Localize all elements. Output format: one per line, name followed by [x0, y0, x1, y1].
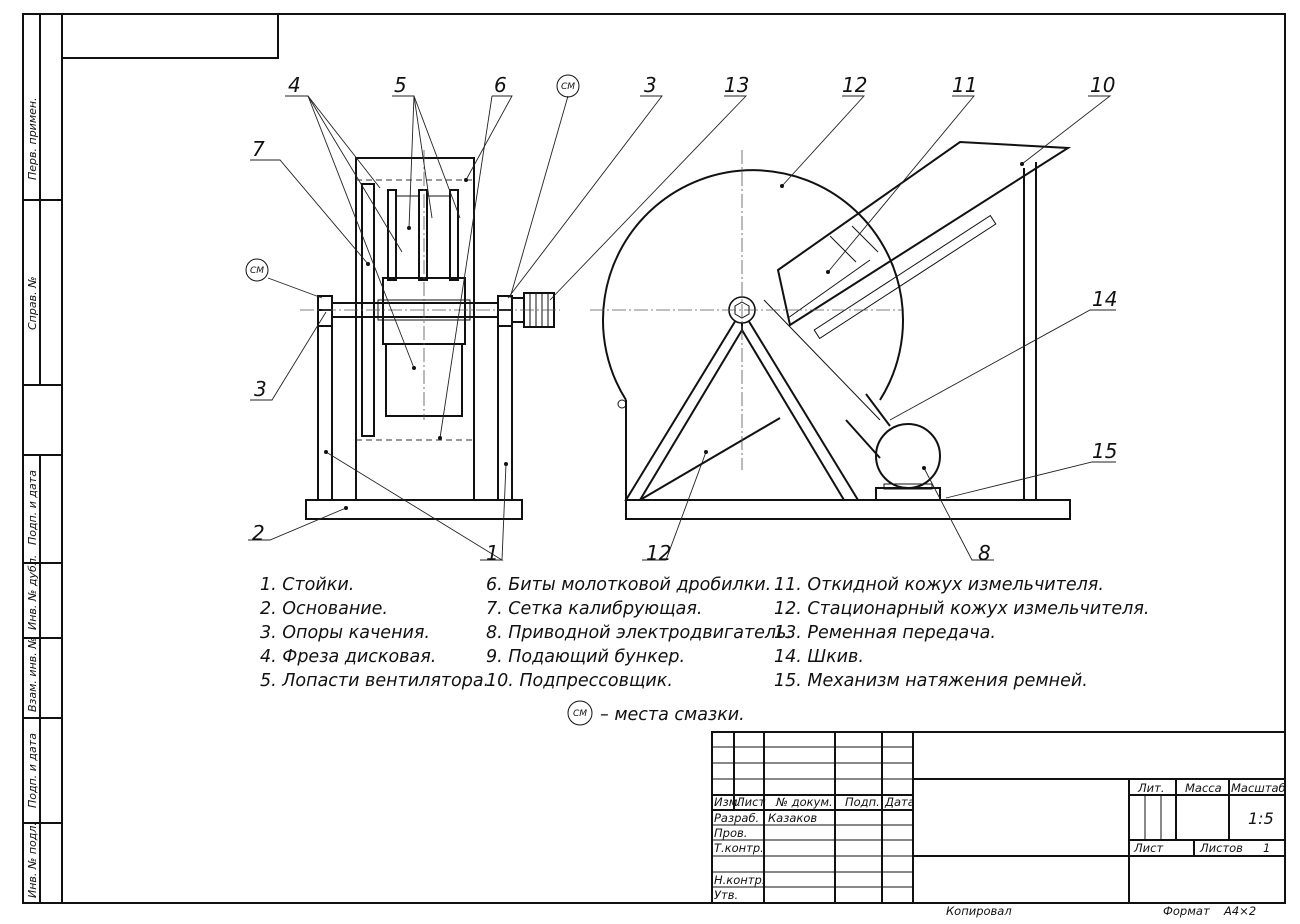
stamp-perv-primen: Перв. примен. [26, 97, 39, 180]
parts-legend: 1. Стойки. 2. Основание. 3. Опоры качени… [260, 575, 1149, 725]
motor [875, 423, 941, 489]
lube-mark-top: СМ [561, 82, 575, 92]
legend-lubrication-note: – места смазки. [600, 705, 745, 725]
callout-6: 5 [394, 73, 407, 97]
tb-developer-name: Казаков [768, 811, 817, 825]
tb-mass: Масса [1185, 781, 1222, 795]
title-block [711, 731, 1286, 904]
callout-9: 10 [1090, 73, 1115, 97]
tb-sheets: Листов [1199, 841, 1243, 855]
tb-scale-label: Масштаб [1231, 781, 1286, 795]
stamp-inv-dubl: Инв. № дубл. [26, 555, 39, 630]
leader-lines [248, 95, 1116, 561]
legend-5: 5. Лопасти вентилятора. [260, 671, 489, 691]
callout-12: 12 [646, 541, 671, 565]
side-stamps: Перв. примен. Справ. № Подп. и дата Инв.… [26, 97, 39, 898]
legend-15: 15. Механизм натяжения ремней. [774, 671, 1088, 691]
legend-13: 13. Ременная передача. [774, 623, 996, 643]
legend-1: 1. Стойки. [260, 575, 354, 595]
title-block-text: Изм. Лист № докум. Подп. Дата Разраб. Пр… [714, 781, 1286, 918]
tb-scale-value: 1:5 [1248, 809, 1274, 828]
legend-10: 10. Подпрессовщик. [486, 671, 673, 691]
tb-role-tkontr: Т.контр. [714, 841, 764, 855]
tb-sheets-count: 1 [1263, 841, 1270, 855]
tb-role-nkontr: Н.контр. [714, 873, 765, 887]
tb-data: Дата [884, 795, 915, 809]
legend-7: 7. Сетка калибрующая. [486, 599, 702, 619]
legend-8: 8. Приводной электродвигатель. [486, 623, 792, 643]
tb-sheet: Лист [1133, 841, 1163, 855]
tb-role-razrab: Разраб. [714, 811, 759, 825]
lube-mark-left: СМ [250, 266, 264, 276]
lube-mark-legend: СМ [573, 709, 587, 719]
tb-format-value: А4×2 [1223, 904, 1256, 918]
callout-3-left: 3 [254, 377, 267, 401]
stamp-podp-data-2: Подп. и дата [26, 733, 39, 808]
tb-role-utv: Утв. [714, 888, 738, 902]
callout-15: 15 [1092, 439, 1117, 463]
callout-1: 1 [486, 541, 499, 565]
callout-10: 11 [952, 73, 977, 97]
lubrication-marks: СМ СМ СМ [245, 74, 593, 726]
tb-role-prov: Пров. [714, 826, 747, 840]
tb-format-label: Формат [1163, 904, 1210, 918]
tb-podp: Подп. [845, 795, 880, 809]
callout-14: 13 [724, 73, 749, 97]
left-view [300, 150, 560, 520]
callout-8: 8 [978, 541, 991, 565]
legend-12: 12. Стационарный кожух измельчителя. [774, 599, 1149, 619]
tb-list: Лист [735, 795, 765, 809]
legend-4: 4. Фреза дисковая. [260, 647, 436, 667]
stamp-vzam-inv: Взам. инв. № [26, 637, 39, 712]
callout-5: 4 [288, 73, 301, 97]
callout-2: 2 [252, 521, 265, 545]
base-plate-left [305, 499, 523, 520]
right-view [590, 140, 1072, 520]
post-left [317, 309, 333, 501]
legend-2: 2. Основание. [260, 599, 388, 619]
base-plate-right [625, 499, 1071, 520]
sheet-frame [22, 13, 1286, 904]
callout-13: 14 [1092, 287, 1117, 311]
housing-circle [602, 169, 904, 401]
hopper [776, 140, 1072, 327]
callout-4: 7 [252, 137, 265, 161]
legend-11: 11. Откидной кожух измельчителя. [774, 575, 1104, 595]
legend-3: 3. Опоры качения. [260, 623, 430, 643]
stamp-inv-podl: Инв. № подл. [26, 822, 39, 898]
legend-14: 14. Шкив. [774, 647, 864, 667]
legend-6: 6. Биты молотковой дробилки. [486, 575, 771, 595]
callout-3-top: 3 [644, 73, 657, 97]
callout-11: 12 [842, 73, 867, 97]
tb-copied: Копировал [946, 904, 1012, 918]
tb-izm: Изм. [714, 795, 741, 809]
callout-7: 6 [494, 73, 507, 97]
callout-labels: 4 5 6 3 13 12 11 10 7 14 3 15 2 1 12 8 [252, 73, 1117, 565]
post-right [497, 309, 513, 501]
tb-docum: № докум. [775, 795, 833, 809]
legend-9: 9. Подающий бункер. [486, 647, 685, 667]
stamp-podp-data-1: Подп. и дата [26, 470, 39, 545]
tb-lit: Лит. [1137, 781, 1164, 795]
stamp-sprav-no: Справ. № [26, 276, 39, 330]
housing [355, 157, 475, 501]
